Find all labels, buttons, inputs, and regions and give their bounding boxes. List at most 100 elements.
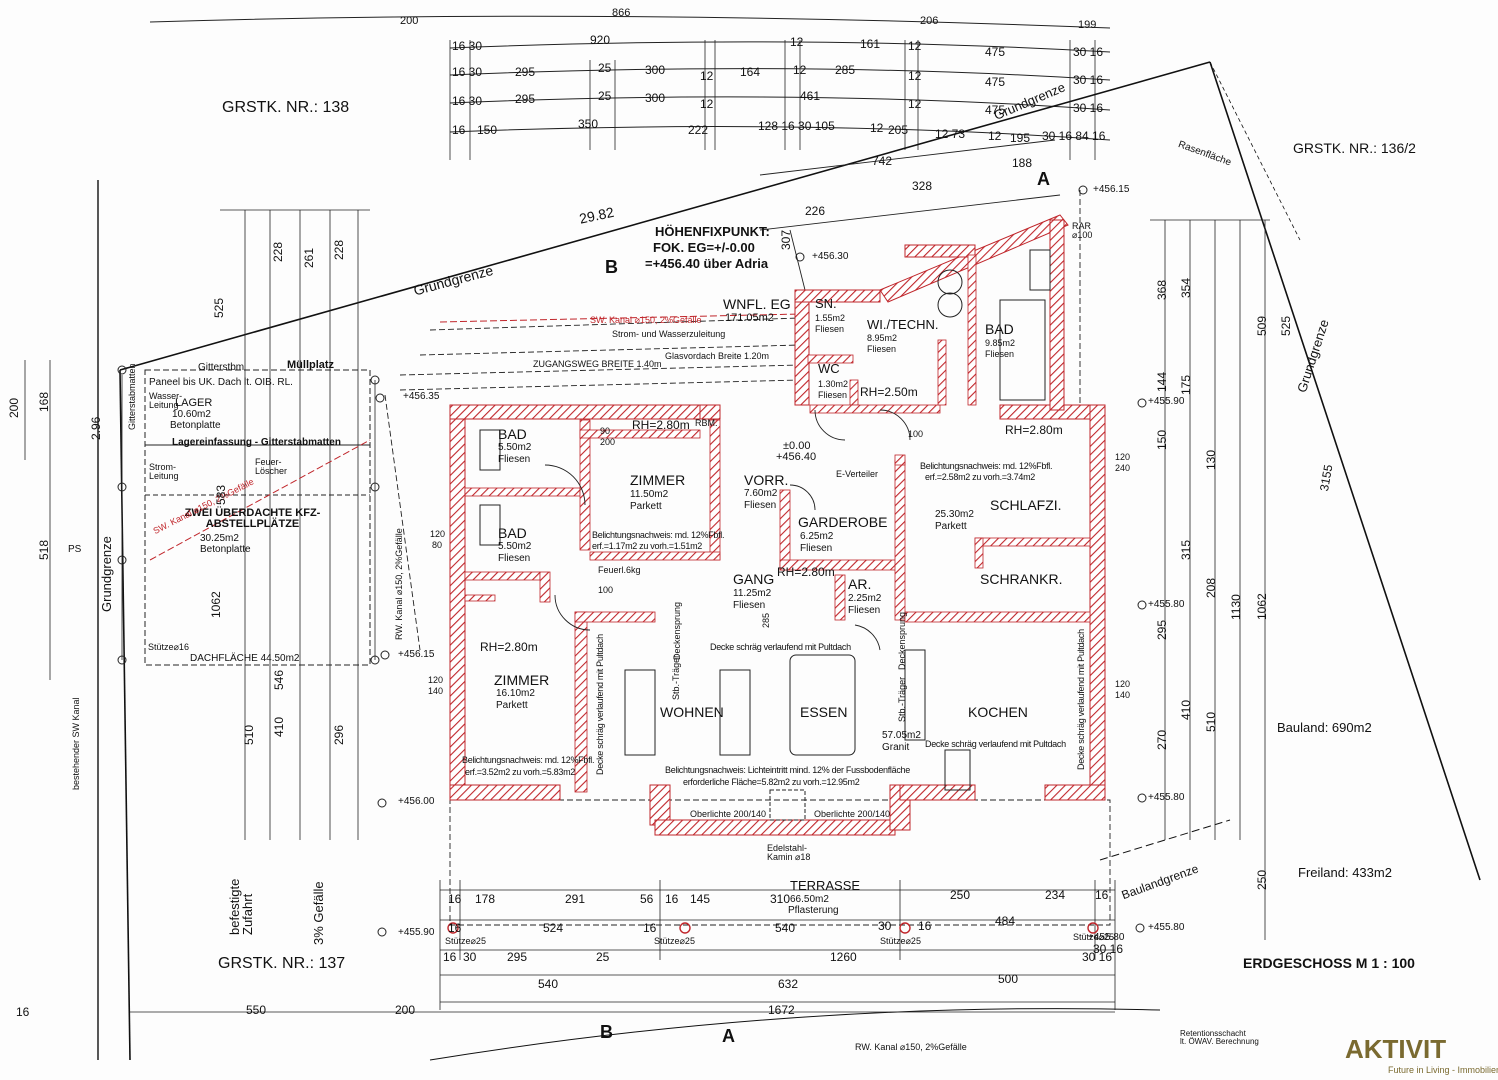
dimension: 16 <box>16 1005 30 1019</box>
ceiling-note: Decke schräg verlaufend mit Pultdach <box>595 634 605 775</box>
room-area: 2.25m2 <box>848 593 882 604</box>
dimension: 200 <box>400 15 419 27</box>
dimension: 200 <box>395 1003 416 1017</box>
skylight-label: Oberlichte 200/140 <box>814 809 891 819</box>
dimension: 206 <box>920 15 939 27</box>
dimension: 120 <box>430 529 446 539</box>
lighting-proof-line1: Belichtungsnachweis: md. 12%Fbfl. <box>462 755 595 765</box>
ceiling-note: Decke schräg verlaufend mit Pultdach <box>925 739 1066 749</box>
dimension: 222 <box>688 123 709 137</box>
dimension: 475 <box>985 75 1006 89</box>
room-area: 9.85m2 <box>985 338 1016 348</box>
dimension: 228 <box>271 241 285 262</box>
dimension: 285 <box>761 612 771 628</box>
dimension: 315 <box>1179 539 1193 560</box>
room-name: TERRASSE <box>790 878 861 893</box>
survey-points <box>375 185 1147 937</box>
beam-label: Stb.-Träger <box>897 676 907 722</box>
section-marker-b-top: B <box>605 257 618 277</box>
room-floor: Pflasterung <box>788 905 839 916</box>
parcel-north-label: GRSTK. NR.: 138 <box>222 99 350 116</box>
dimension: 150 <box>477 123 498 137</box>
room-floor: Fliesen <box>867 344 897 354</box>
lighting-proof-line2: erf.=3.52m2 zu vorh.=5.83m2 <box>465 767 575 777</box>
room-name: WI./TECHN. <box>867 317 939 332</box>
pipe-label: RW. Kanal ⌀150, 2%Gefälle <box>855 1042 967 1052</box>
ceiling-step-label: Deckensprung <box>897 611 907 670</box>
dimension: 475 <box>985 103 1006 117</box>
area-free-land: Freiland: 433m2 <box>1298 865 1392 880</box>
dimension: 16 30 <box>452 65 483 79</box>
dimension: 296 <box>332 724 346 745</box>
dimension: 16 30 <box>452 39 483 53</box>
boundary-label: Grundgrenze <box>99 536 114 612</box>
parcel-east-label: GRSTK. NR.: 136/2 <box>1293 140 1416 156</box>
room-height: RH=2.80m <box>632 418 690 432</box>
dimension: 510 <box>1204 711 1218 732</box>
post-label: Stütze⌀25 <box>880 936 921 946</box>
lighting-proof-line1: Belichtungsnachweis: md. 12%Fbfl. <box>592 530 725 540</box>
ceiling-note: Decke schräg verlaufend mit Pultdach <box>1076 629 1086 770</box>
room-area: 11.25m2 <box>733 588 772 599</box>
room-name: LAGER <box>175 397 213 409</box>
left-dimension-lines <box>24 209 370 840</box>
post-label: Stütze⌀25 <box>654 936 695 946</box>
room-height: RH=2.50m <box>860 385 918 399</box>
room-height: RH=2.80m <box>1005 423 1063 437</box>
room-floor: Fliesen <box>498 553 531 564</box>
dimension: 16 <box>448 921 462 935</box>
dimension: 742 <box>872 154 893 168</box>
dimension: 188 <box>1012 156 1033 170</box>
carport-note: Lagereinfassung - Gitterstabmatten <box>172 437 341 448</box>
dimension: 525 <box>1279 315 1293 336</box>
room-area: 11.50m2 <box>630 489 669 500</box>
dimension: 240 <box>1115 463 1131 473</box>
dimension: 16 <box>918 919 932 933</box>
dimension: 30 16 <box>1073 45 1104 59</box>
dimension: 354 <box>1179 277 1193 298</box>
roof-outline <box>759 139 1081 410</box>
dimension: 1130 <box>1229 594 1243 620</box>
dimension: 632 <box>778 977 799 991</box>
carport-note: Feuer- Löscher <box>255 457 288 476</box>
room-floor: Fliesen <box>800 543 833 554</box>
dimension: 30 16 <box>1082 950 1113 964</box>
dimension: 920 <box>590 33 611 47</box>
logo-tagline: Future in Living - Immobilien. <box>1388 1065 1498 1075</box>
beam-label: Stb.-Träger <box>671 654 681 700</box>
fixpoint-line1: HÖHENFIXPUNKT: <box>655 224 770 239</box>
carport-note: Wasser- Leitung <box>149 391 183 410</box>
terrace-outline <box>449 799 1111 926</box>
carport-note: Paneel bis UK. Dach lt. OIB. RL. <box>149 377 293 388</box>
dimension: 30 16 <box>1073 101 1104 115</box>
room-name: ZWEI ÜBERDACHTE KFZ-ABSTELLPLÄTZE <box>184 507 321 530</box>
dimension: 285 <box>835 63 856 77</box>
room-area: 1.30m2 <box>818 379 849 389</box>
dimension: 2.96 <box>89 416 103 440</box>
room-name: SN. <box>815 296 837 311</box>
dimension: 475 <box>985 45 1006 59</box>
pipe-label: ZUGANGSWEG BREITE 1.40m <box>533 359 662 369</box>
dimension: 410 <box>272 716 286 737</box>
entry-level: ±0.00 <box>783 440 811 452</box>
room-floor: Fliesen <box>985 349 1015 359</box>
right-dimension-lines <box>1150 219 1270 940</box>
lighting-proof-line1: Belichtungsnachweis: md. 12%Fbfl. <box>920 461 1053 471</box>
dimension: 270 <box>1155 729 1169 750</box>
room-area: 30.25m2 <box>200 533 239 544</box>
extinguisher-label: Feuerl.6kg <box>598 565 641 575</box>
level-marker: +455.90 <box>398 927 435 938</box>
dimension: 16 <box>665 892 679 906</box>
carport-note: Stütze⌀16 <box>148 642 189 652</box>
dimension: 295 <box>515 92 536 106</box>
fixpoint-line2: FOK. EG=+/-0.00 <box>653 240 755 255</box>
pump-shaft-label: PS <box>68 544 82 555</box>
logo-wordmark: AKTIVIT <box>1345 1034 1447 1064</box>
room-area: 10.60m2 <box>172 409 211 420</box>
level-marker: +455.80 <box>1088 932 1125 943</box>
dimension: 30 16 84 16 <box>1042 129 1106 143</box>
dimension: 205 <box>888 123 909 137</box>
ceiling-note: Decke schräg verlaufend mit Pultdach <box>710 642 851 652</box>
dimension: 410 <box>1179 699 1193 720</box>
